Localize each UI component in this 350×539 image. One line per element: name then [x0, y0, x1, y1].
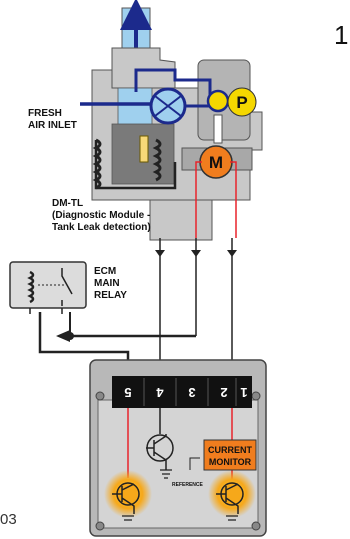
- relay-label-line3: RELAY: [94, 290, 127, 301]
- junction-dot: [66, 332, 74, 340]
- module-base: [149, 199, 213, 241]
- ecm-main-relay: [9, 261, 87, 314]
- fresh-air-label-line1: FRESH: [28, 108, 62, 119]
- right-spring: [152, 138, 162, 182]
- pump-indicator: [227, 87, 257, 117]
- pump-impeller: [206, 89, 230, 113]
- pin-label-2: 2: [220, 385, 227, 400]
- pin-label-3: 3: [188, 385, 195, 400]
- left-transistor-leads: [112, 483, 135, 514]
- down-arrow-3: [227, 250, 237, 257]
- right-transistor-leads: [216, 483, 239, 514]
- dmtl-module: P M: [80, 0, 263, 241]
- down-arrow-2: [191, 250, 201, 257]
- ecm-screw-br: [251, 521, 261, 531]
- pump-label: P: [236, 93, 247, 112]
- reference-line: [189, 457, 200, 470]
- dmtl-label-line1: DM-TL: [52, 198, 83, 209]
- dmtl-label-line2: (Diagnostic Module -: [52, 210, 150, 221]
- middle-transistor: [146, 434, 174, 479]
- current-monitor-box: [203, 439, 257, 471]
- ecm-screw-tl: [95, 391, 105, 401]
- valve-housing-top: [111, 47, 176, 89]
- pin-dividers: [143, 378, 237, 406]
- ground-symbol: [160, 469, 172, 479]
- down-arrow-1: [155, 250, 165, 257]
- current-monitor-line2: MONITOR: [209, 457, 252, 467]
- ecm-screw-tr: [251, 391, 261, 401]
- relay-label-line2: MAIN: [94, 278, 120, 289]
- red-wire-motor-1: [195, 161, 202, 238]
- valve-vanes: [154, 95, 182, 117]
- pin-label-1: 1: [240, 385, 247, 400]
- dmtl-label-line3: Tank Leak detection): [52, 222, 151, 233]
- airflow-path: [134, 68, 212, 108]
- connector-body: [112, 376, 252, 408]
- arrow-to-relay: [56, 330, 70, 342]
- right-output-transistor: [208, 470, 256, 521]
- motor-label: M: [209, 153, 223, 172]
- relay-contact: [61, 268, 73, 306]
- reference-label: REFERENCE: [172, 482, 204, 488]
- relay-coil: [27, 270, 35, 304]
- red-wire-motor-2: [230, 161, 237, 238]
- pin-label-5: 5: [124, 385, 131, 400]
- solenoid-wire: [94, 140, 177, 190]
- page-number-fragment: 03: [0, 511, 17, 528]
- figure-number: 1: [334, 20, 348, 50]
- reference-orifice: [139, 135, 149, 163]
- pin-label-4: 4: [156, 385, 164, 400]
- pump-shaft: [213, 114, 223, 144]
- ecm-screw-bl: [95, 521, 105, 531]
- right-ground: [226, 515, 238, 521]
- relay-label-line1: ECM: [94, 266, 116, 277]
- ecm-connector: 5 4 3 2 1: [112, 376, 252, 408]
- left-output-transistor: [104, 470, 152, 521]
- left-ground: [122, 515, 134, 521]
- fresh-air-label-line2: AIR INLET: [28, 120, 77, 131]
- transistor-leads: [146, 434, 167, 470]
- current-monitor-line1: CURRENT: [208, 445, 253, 455]
